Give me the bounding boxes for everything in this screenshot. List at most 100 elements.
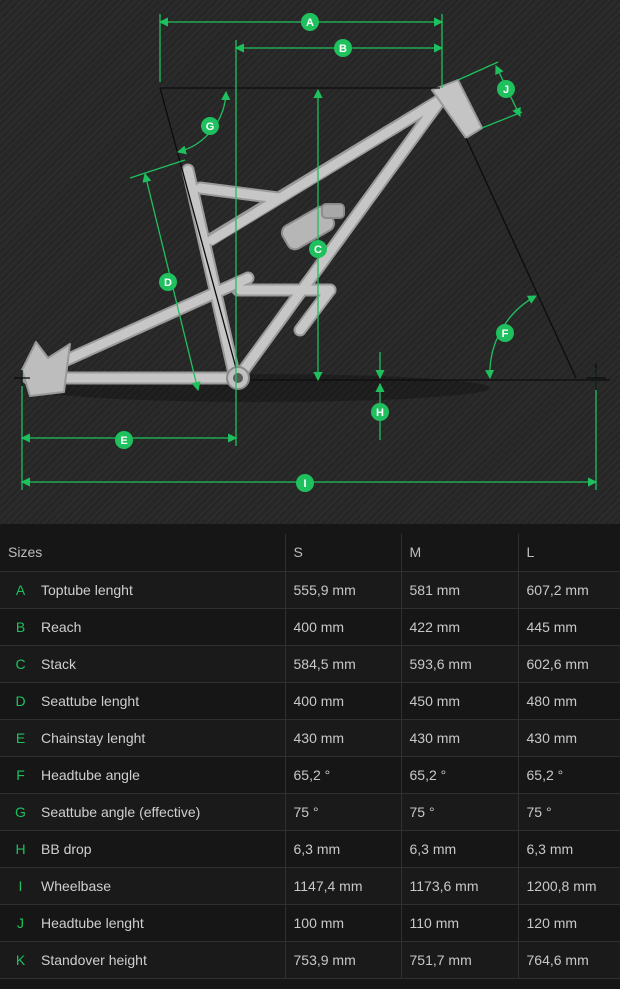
measurement-label-cell: H BB drop (0, 829, 286, 868)
measurement-name: Chainstay lenght (41, 729, 146, 746)
value-cell-l: 445 mm (517, 607, 620, 646)
size-l-header: L (517, 534, 620, 572)
value-cell-m: 1173,6 mm (400, 866, 519, 905)
value-cell-s: 753,9 mm (284, 940, 402, 979)
value-cell-l: 607,2 mm (517, 571, 620, 609)
svg-text:G: G (206, 121, 215, 133)
measurement-letter: G (15, 803, 26, 820)
svg-text:J: J (503, 84, 509, 96)
measurement-label-cell: C Stack (0, 644, 286, 683)
svg-text:E: E (120, 435, 127, 447)
geometry-diagram: A B C D E F G H (0, 0, 620, 524)
measurement-letter: C (15, 655, 26, 672)
value-cell-l: 430 mm (517, 718, 620, 757)
badge-j: J (497, 80, 515, 98)
value-cell-l: 75 ° (517, 792, 620, 831)
size-m-header: M (400, 534, 519, 572)
table-header-row: Sizes S M L (0, 534, 620, 572)
measurement-name: Stack (41, 655, 77, 672)
measurement-letter: I (18, 877, 23, 894)
measurement-letter: B (15, 618, 26, 635)
badge-f: F (496, 324, 514, 342)
value-cell-m: 65,2 ° (400, 755, 519, 794)
measurement-name: BB drop (41, 840, 92, 857)
measurement-letter: H (15, 840, 26, 857)
bike-frame (21, 79, 483, 397)
measurement-letter: A (15, 581, 26, 598)
badge-c: C (309, 240, 327, 258)
value-cell-l: 602,6 mm (517, 644, 620, 683)
measurement-letter: F (16, 766, 25, 783)
badge-g: G (201, 117, 219, 135)
svg-text:A: A (306, 17, 314, 29)
badge-e: E (115, 431, 133, 449)
value-cell-m: 110 mm (400, 903, 519, 942)
badge-d: D (159, 273, 177, 291)
measurement-label-cell: G Seattube angle (effective) (0, 792, 286, 831)
measurement-name: Wheelbase (41, 877, 112, 894)
value-cell-s: 75 ° (284, 792, 402, 831)
value-cell-s: 430 mm (284, 718, 402, 757)
measurement-name: Reach (41, 618, 82, 635)
measurement-letter: K (15, 951, 26, 968)
value-cell-l: 6,3 mm (517, 829, 620, 868)
value-cell-l: 1200,8 mm (517, 866, 620, 905)
svg-text:B: B (339, 43, 347, 55)
badge-b: B (334, 39, 352, 57)
value-cell-s: 65,2 ° (284, 755, 402, 794)
value-cell-l: 65,2 ° (517, 755, 620, 794)
value-cell-s: 555,9 mm (284, 571, 402, 609)
measurement-name: Headtube lenght (41, 914, 144, 931)
value-cell-m: 581 mm (400, 571, 519, 609)
value-cell-s: 400 mm (284, 607, 402, 646)
value-cell-m: 450 mm (400, 681, 519, 720)
svg-text:F: F (502, 328, 509, 340)
axle-markers (14, 364, 606, 390)
measurement-label-cell: I Wheelbase (0, 866, 286, 905)
measurement-letter: J (17, 914, 24, 931)
value-cell-m: 75 ° (400, 792, 519, 831)
svg-text:H: H (376, 407, 384, 419)
value-cell-s: 584,5 mm (284, 644, 402, 683)
measurement-name: Seattube lenght (41, 692, 140, 709)
measurement-letter: D (15, 692, 26, 709)
badge-a: A (301, 13, 319, 31)
value-cell-s: 1147,4 mm (284, 866, 402, 905)
value-cell-s: 6,3 mm (284, 829, 402, 868)
measurement-name: Headtube angle (41, 766, 140, 783)
value-cell-m: 422 mm (400, 607, 519, 646)
value-cell-m: 6,3 mm (400, 829, 519, 868)
size-s-header: S (284, 534, 402, 572)
measurement-label-cell: D Seattube lenght (0, 681, 286, 720)
svg-text:I: I (303, 478, 306, 490)
measurement-letter: E (15, 729, 26, 746)
value-cell-l: 764,6 mm (517, 940, 620, 979)
measurement-name: Toptube lenght (41, 581, 133, 598)
measurement-label-cell: B Reach (0, 607, 286, 646)
measurement-label-cell: E Chainstay lenght (0, 718, 286, 757)
value-cell-s: 400 mm (284, 681, 402, 720)
badge-h: H (371, 403, 389, 421)
svg-text:C: C (314, 244, 322, 256)
value-cell-l: 480 mm (517, 681, 620, 720)
measurement-label-cell: J Headtube lenght (0, 903, 286, 942)
value-cell-s: 100 mm (284, 903, 402, 942)
badge-i: I (296, 474, 314, 492)
value-cell-l: 120 mm (517, 903, 620, 942)
measurement-name: Seattube angle (effective) (41, 803, 201, 820)
measurement-label-cell: F Headtube angle (0, 755, 286, 794)
frame-geometry-svg: A B C D E F G H (14, 13, 610, 492)
